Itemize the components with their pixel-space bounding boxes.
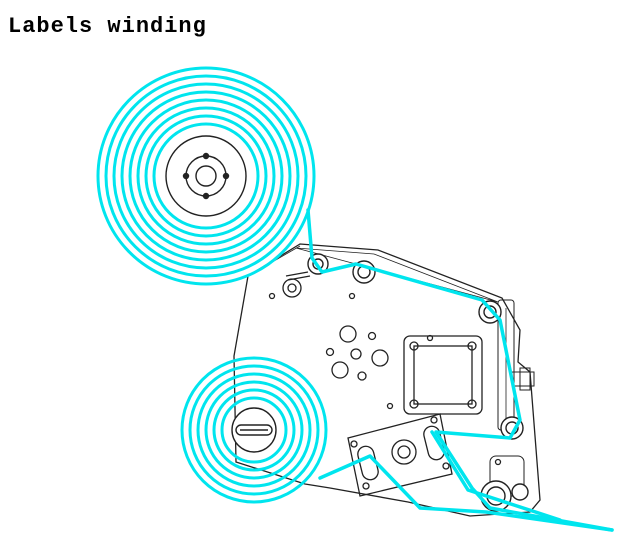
diagram-title: Labels winding xyxy=(8,14,207,39)
rewind-roll-hub xyxy=(231,407,277,453)
label-supply-roll xyxy=(96,66,316,286)
supply-roll-hub xyxy=(165,135,247,217)
guide-roller-bottom-right xyxy=(511,483,529,501)
liner-rewind-roll xyxy=(180,356,328,504)
pinch-lever xyxy=(282,271,311,298)
guide-rollers xyxy=(307,253,529,512)
mounting-holes xyxy=(325,325,389,381)
dancer-arm-bracket xyxy=(347,413,453,497)
stepper-motor-mount xyxy=(403,335,483,415)
label-web-path xyxy=(306,208,614,532)
